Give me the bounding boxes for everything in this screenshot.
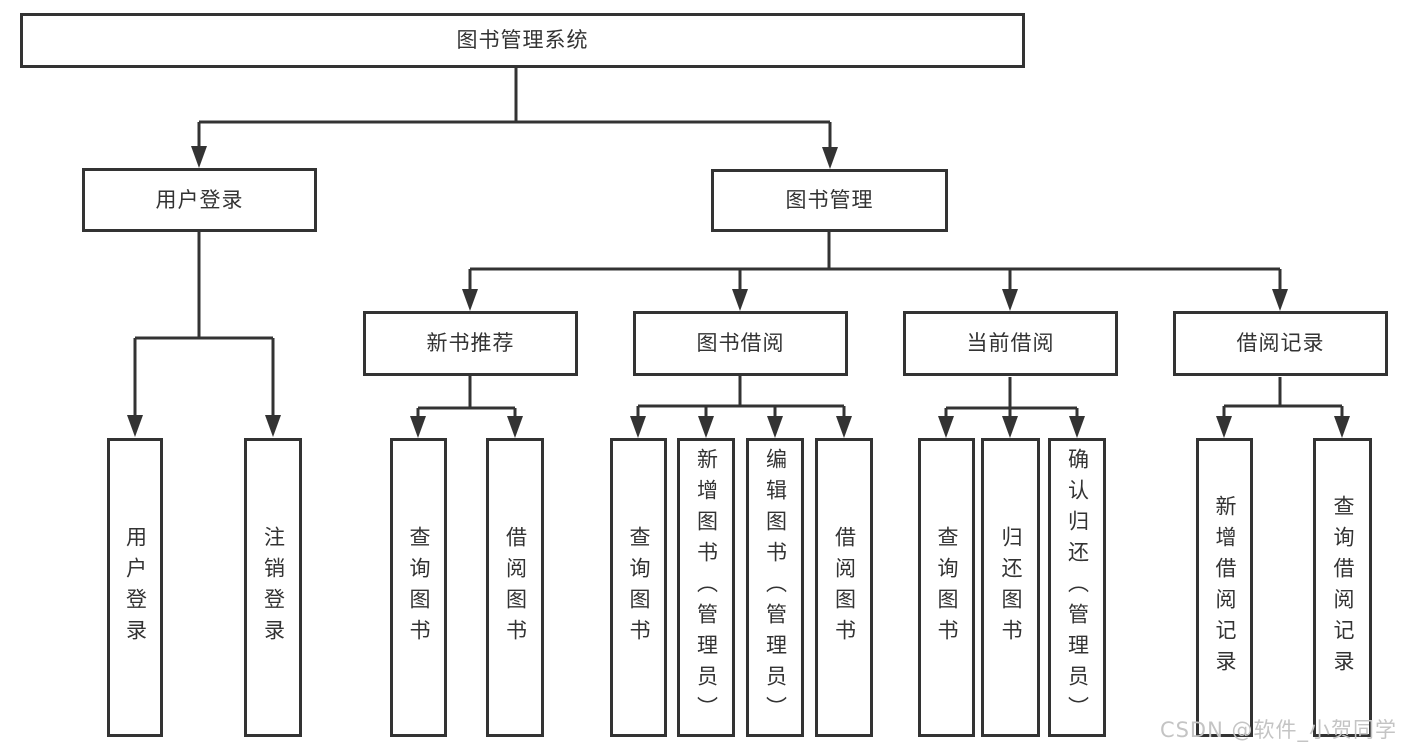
node-leaf-logout: 注销登录: [244, 438, 302, 737]
node-label: 用户登录: [123, 525, 148, 650]
node-label: 注销登录: [261, 525, 286, 650]
arrowhead: [767, 416, 783, 438]
node-label: 新增图书（管理员）: [694, 448, 719, 727]
node-label: 借阅图书: [832, 525, 857, 650]
arrowhead: [1216, 416, 1232, 438]
node-label: 查询图书: [407, 525, 431, 650]
node-book-management-branch: 图书管理: [711, 169, 948, 232]
node-leaf-confirm-return-admin: 确认归还（管理员）: [1048, 438, 1106, 737]
node-label: 用户登录: [155, 187, 244, 212]
node-label: 查询借阅记录: [1331, 494, 1355, 681]
node-leaf-query-books-1: 查询图书: [390, 438, 447, 737]
arrowhead: [127, 415, 143, 437]
arrowhead: [265, 415, 281, 437]
arrowhead: [1002, 289, 1018, 311]
node-leaf-add-borrow-record: 新增借阅记录: [1196, 438, 1253, 737]
node-leaf-borrow-books-2: 借阅图书: [815, 438, 873, 737]
node-leaf-user-login: 用户登录: [107, 438, 163, 737]
connector-book-management-to-level3: [468, 232, 1282, 291]
node-leaf-edit-books-admin: 编辑图书（管理员）: [746, 438, 804, 737]
connector-user-login-to-children: [133, 232, 275, 417]
node-label: 新书推荐: [426, 331, 515, 355]
connector-current-borrow-to-children: [944, 377, 1079, 418]
arrowhead: [507, 416, 523, 438]
node-current-borrowing: 当前借阅: [903, 311, 1118, 376]
node-leaf-borrow-books-1: 借阅图书: [486, 438, 544, 737]
node-new-book-recommendation: 新书推荐: [363, 311, 578, 376]
node-user-login-branch: 用户登录: [82, 168, 317, 232]
connector-book-borrow-to-children: [636, 376, 846, 418]
arrowhead: [630, 416, 646, 438]
node-label: 新增借阅记录: [1213, 494, 1237, 681]
connector-new-book-rec-to-children: [416, 376, 517, 418]
node-leaf-query-books-2: 查询图书: [610, 438, 667, 737]
node-library-management-system: 图书管理系统: [20, 13, 1025, 68]
node-leaf-query-borrow-record: 查询借阅记录: [1313, 438, 1372, 737]
connector-borrow-records-to-children: [1222, 377, 1344, 418]
node-label: 编辑图书（管理员）: [763, 448, 788, 727]
node-label: 图书借阅: [696, 331, 785, 355]
node-label: 借阅记录: [1236, 331, 1325, 355]
node-label: 当前借阅: [966, 331, 1055, 355]
arrowhead: [1334, 416, 1350, 438]
node-label: 查询图书: [935, 525, 959, 650]
node-leaf-query-books-3: 查询图书: [918, 438, 975, 737]
connector-root-to-level2: [197, 68, 832, 149]
arrowhead: [822, 147, 838, 169]
arrowhead: [410, 416, 426, 438]
arrowhead: [698, 416, 714, 438]
node-borrowing-records: 借阅记录: [1173, 311, 1388, 376]
arrowhead: [1272, 289, 1288, 311]
node-leaf-return-books: 归还图书: [981, 438, 1040, 737]
node-label: 归还图书: [999, 525, 1023, 650]
arrowhead: [1069, 416, 1085, 438]
node-book-borrowing: 图书借阅: [633, 311, 848, 376]
arrowhead: [462, 289, 478, 311]
arrowhead: [191, 146, 207, 168]
node-label: 确认归还（管理员）: [1065, 448, 1090, 727]
arrowhead: [732, 289, 748, 311]
node-leaf-add-books-admin: 新增图书（管理员）: [677, 438, 735, 737]
node-label: 借阅图书: [503, 525, 528, 650]
arrowhead: [938, 416, 954, 438]
node-label: 查询图书: [627, 525, 651, 650]
arrowhead: [1002, 416, 1018, 438]
node-label: 图书管理: [785, 188, 874, 212]
csdn-watermark: CSDN @软件_小贺同学: [1159, 718, 1397, 742]
node-label: 图书管理系统: [456, 28, 589, 52]
arrowhead: [836, 416, 852, 438]
